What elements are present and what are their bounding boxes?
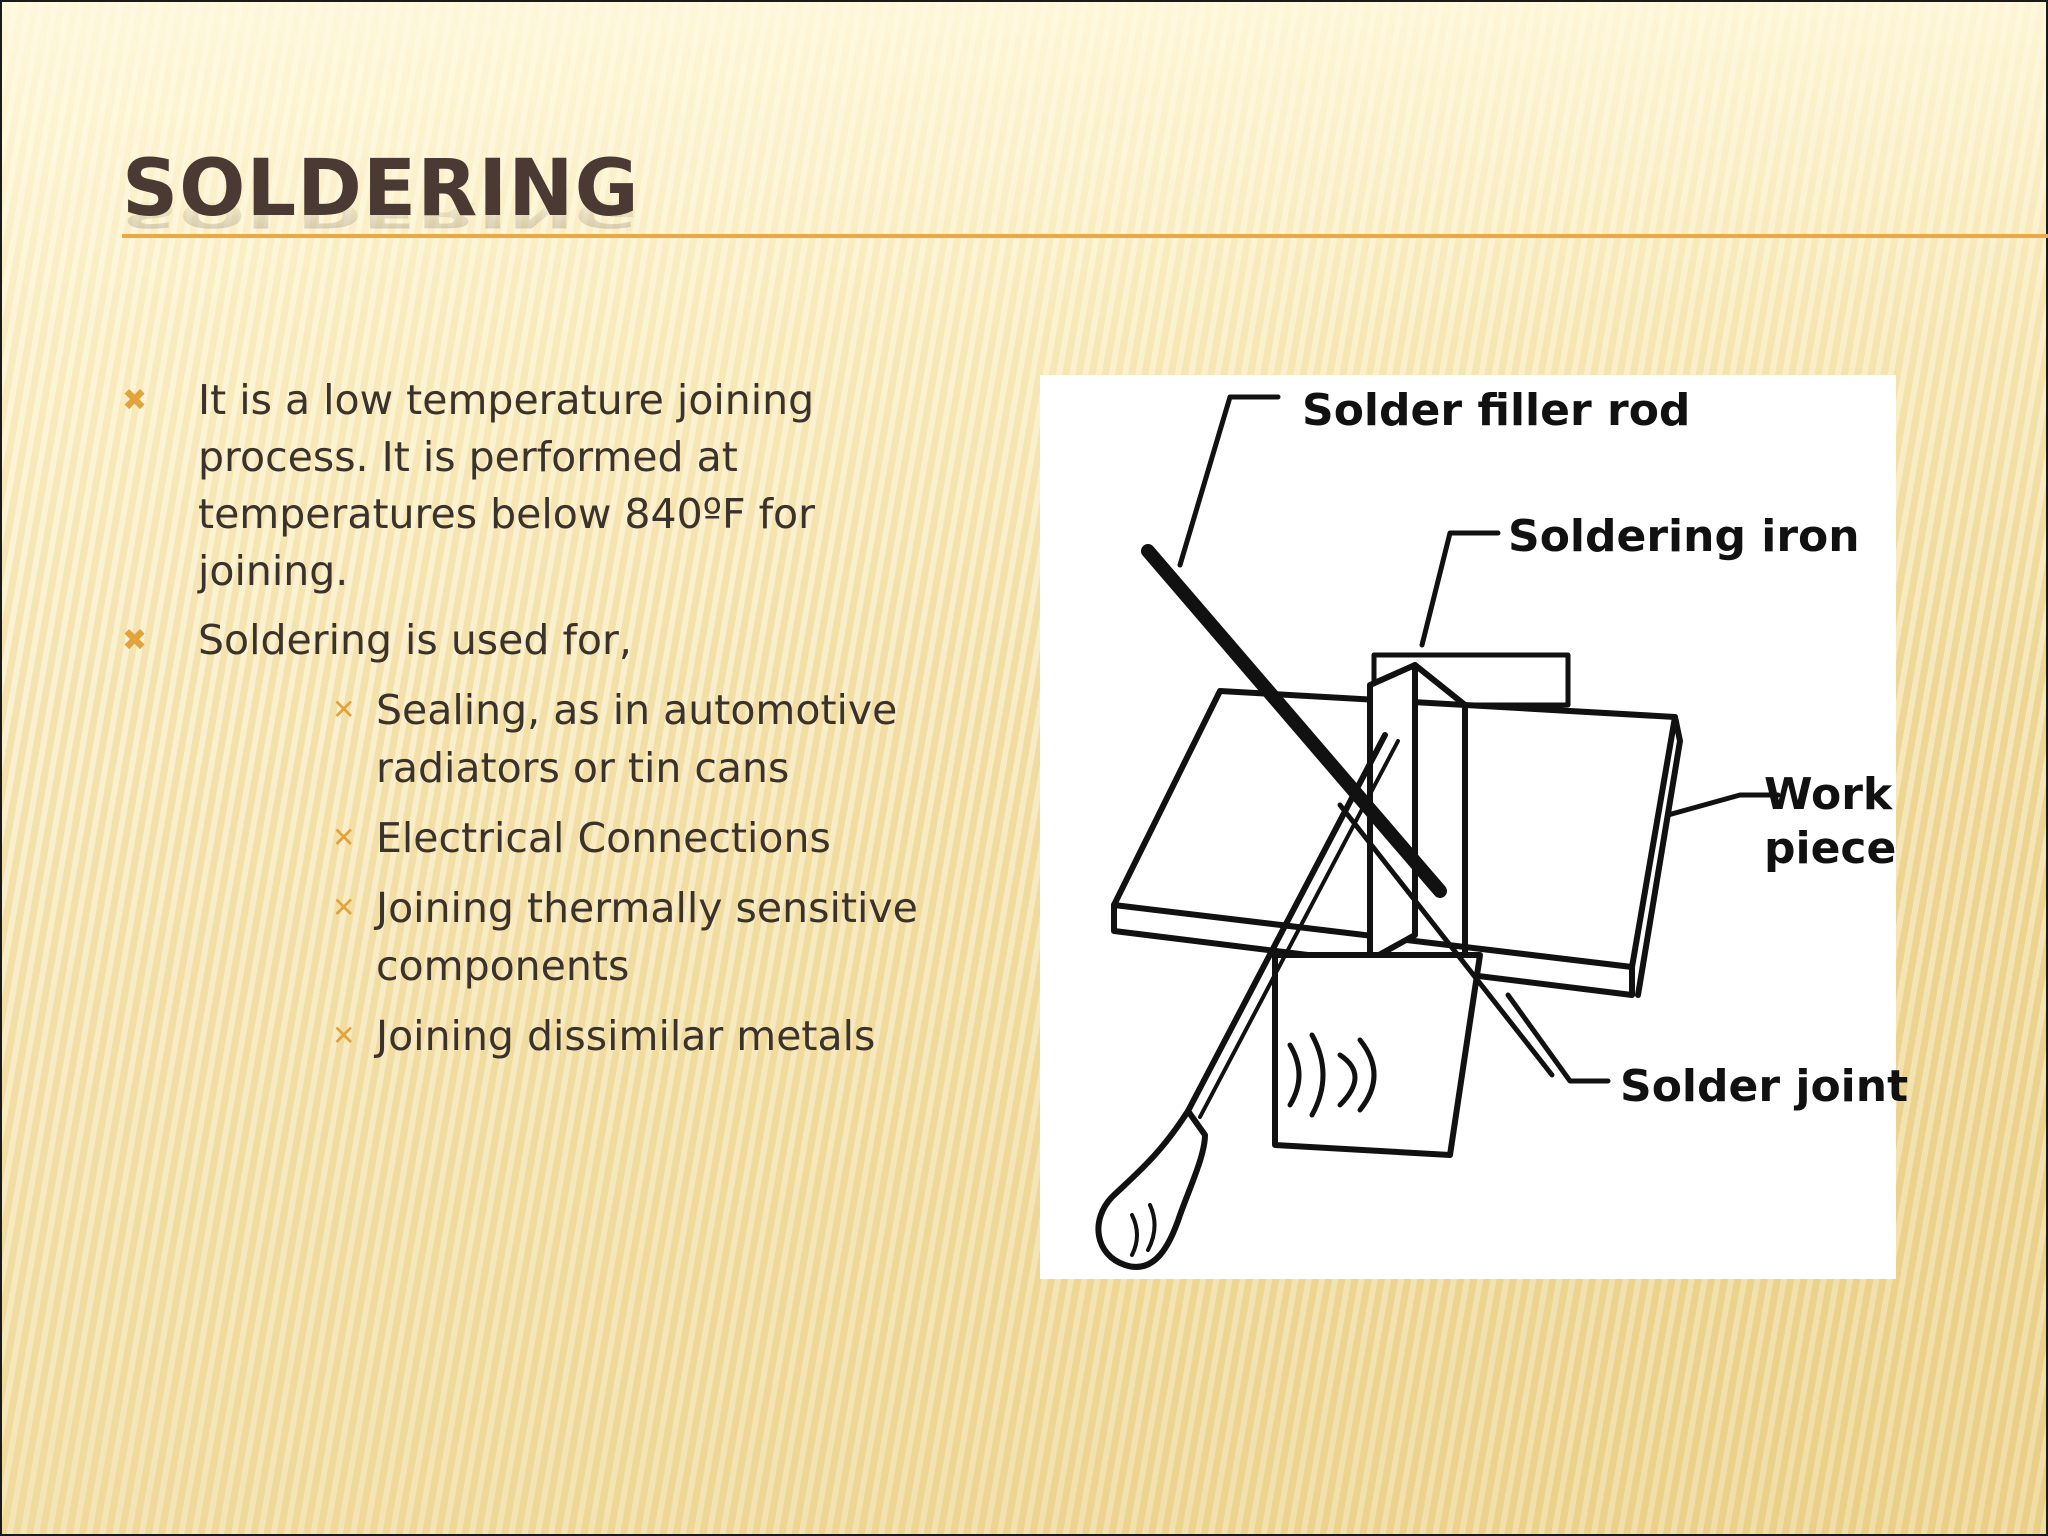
sub-bullet-item: ✕ Electrical Connections <box>332 809 962 867</box>
label-work-piece-line2: piece <box>1764 823 1897 874</box>
sub-bullet-item: ✕ Joining thermally sensitive components <box>332 879 962 995</box>
title-underline <box>122 234 2048 238</box>
label-solder-filler-rod: Solder filler rod <box>1302 385 1691 436</box>
sub-bullet-list: ✕ Sealing, as in automotive radiators or… <box>332 681 962 1065</box>
x-mark-icon: ✕ <box>332 1019 356 1052</box>
slide-title-reflection: SOLDERING <box>122 194 640 235</box>
x-mark-icon: ✕ <box>332 891 356 924</box>
sub-bullet-text: Sealing, as in automotive radiators or t… <box>376 686 898 792</box>
sub-bullet-item: ✕ Sealing, as in automotive radiators or… <box>332 681 962 797</box>
bullet-text: It is a low temperature joining process.… <box>198 376 815 595</box>
label-soldering-iron: Soldering iron <box>1508 511 1860 562</box>
x-mark-icon: ✖ <box>122 383 148 418</box>
x-mark-icon: ✕ <box>332 693 356 726</box>
filler-rod-leader <box>1177 394 1281 568</box>
iron-shaft <box>1185 732 1388 1114</box>
label-work-piece-line1: Work <box>1764 769 1893 820</box>
x-mark-icon: ✖ <box>122 623 148 658</box>
sub-bullet-text: Electrical Connections <box>376 814 831 862</box>
solder-joint-line <box>1337 802 1555 1078</box>
heater-box <box>1272 952 1483 1158</box>
sub-bullet-text: Joining thermally sensitive components <box>376 884 918 990</box>
bullet-text: Soldering is used for, <box>198 616 632 664</box>
bullet-item: ✖ Soldering is used for, <box>122 612 962 669</box>
bullet-list: ✖ It is a low temperature joining proces… <box>122 372 962 1077</box>
x-mark-icon: ✕ <box>332 821 356 854</box>
label-solder-joint: Solder joint <box>1620 1061 1909 1112</box>
iron-leader <box>1419 530 1501 648</box>
soldering-diagram-drawing <box>1095 394 1781 1270</box>
joint-leader <box>1505 992 1611 1084</box>
work-piece-leader <box>1665 792 1781 818</box>
slide-title: SOLDERING <box>122 144 640 234</box>
work-piece-side <box>1635 714 1683 998</box>
heater-coil <box>1287 1032 1377 1118</box>
sub-bullet-item: ✕ Joining dissimilar metals <box>332 1007 962 1065</box>
sub-bullet-text: Joining dissimilar metals <box>376 1012 876 1060</box>
soldering-diagram: Solder filler rod Soldering iron Work pi… <box>1040 375 1908 1279</box>
iron-handle <box>1095 1108 1208 1270</box>
bullet-item: ✖ It is a low temperature joining proces… <box>122 372 962 600</box>
solder-filler-rod <box>1141 544 1447 898</box>
